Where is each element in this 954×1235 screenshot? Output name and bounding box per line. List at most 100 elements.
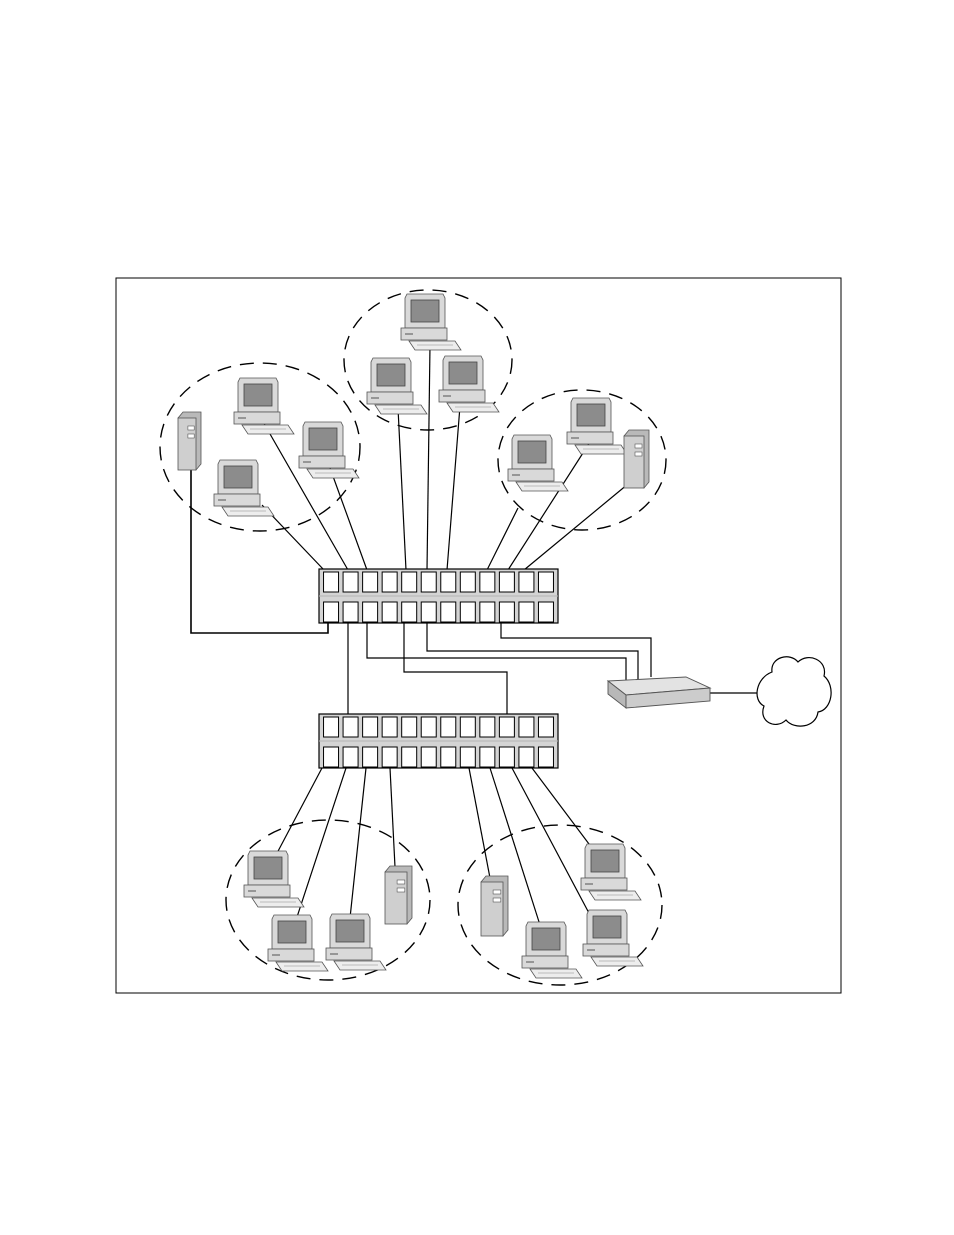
monitor-screen (449, 362, 477, 384)
switch-port (402, 602, 417, 622)
tower-server-icon (481, 876, 508, 936)
switch-port (519, 747, 534, 767)
switch-port (519, 717, 534, 737)
cable (330, 468, 367, 570)
switch-port (363, 717, 378, 737)
switch-port (382, 717, 397, 737)
switch-port (421, 747, 436, 767)
switch-port (343, 717, 358, 737)
monitor-screen (244, 384, 272, 406)
keyboard (222, 507, 274, 516)
workstation-desktop-computer-icon (214, 460, 274, 516)
switch-port (324, 717, 339, 737)
cable (469, 768, 490, 878)
workstation-desktop-computer-icon (401, 294, 461, 350)
switch-port (343, 747, 358, 767)
cable (296, 768, 346, 920)
server-drive (493, 898, 501, 902)
cable-switch-link (404, 622, 507, 716)
keyboard (334, 961, 386, 970)
workstation-desktop-computer-icon (581, 844, 641, 900)
switch-port (363, 572, 378, 592)
cable (447, 406, 460, 570)
switch-port (421, 602, 436, 622)
cable (350, 768, 366, 918)
monitor-screen (254, 857, 282, 879)
workstation-desktop-computer-icon (567, 398, 627, 454)
switch-port (382, 572, 397, 592)
switch-port (402, 717, 417, 737)
devices (178, 294, 831, 978)
cable (427, 345, 430, 570)
cable (276, 768, 322, 855)
switch-port (499, 717, 514, 737)
cable (512, 768, 590, 915)
switch-port (538, 717, 553, 737)
keyboard (589, 891, 641, 900)
monitor-screen (411, 300, 439, 322)
keyboard (591, 957, 643, 966)
monitor-screen (593, 916, 621, 938)
keyboard (409, 341, 461, 350)
switch-port (519, 572, 534, 592)
workstation-desktop-computer-icon (508, 435, 568, 491)
switch-port (460, 572, 475, 592)
switch-port (441, 747, 456, 767)
keyboard (252, 898, 304, 907)
router-icon (608, 677, 710, 708)
server-drive (397, 880, 405, 884)
keyboard (242, 425, 294, 434)
cable (390, 768, 395, 867)
cable (524, 484, 628, 570)
monitor-screen (518, 441, 546, 463)
switch-port (460, 602, 475, 622)
cable-to-router (501, 622, 651, 677)
switch-port (499, 572, 514, 592)
server-drive (188, 434, 194, 438)
monitor-screen (309, 428, 337, 450)
monitor-screen (336, 920, 364, 942)
workstation-desktop-computer-icon (234, 378, 294, 434)
switch-port (480, 572, 495, 592)
switch-upper (319, 569, 558, 623)
switch-port (421, 717, 436, 737)
switch-port (460, 717, 475, 737)
switch-port (402, 747, 417, 767)
switch-port (382, 602, 397, 622)
keyboard (375, 405, 427, 414)
workstation-desktop-computer-icon (268, 915, 328, 971)
server-drive (635, 444, 642, 448)
switch-port (402, 572, 417, 592)
monitor-screen (591, 850, 619, 872)
wan-cloud-icon (757, 657, 831, 726)
switch-port (480, 747, 495, 767)
keyboard (516, 482, 568, 491)
server-drive (397, 888, 405, 892)
server-drive (493, 890, 501, 894)
switch-port (324, 572, 339, 592)
switch-port (480, 602, 495, 622)
switch-port (324, 747, 339, 767)
workstation-desktop-computer-icon (367, 358, 427, 414)
cable (398, 408, 406, 570)
cable-to-router (427, 622, 638, 679)
switch-port (499, 747, 514, 767)
switch-port (519, 602, 534, 622)
monitor-screen (377, 364, 405, 386)
switch-port (538, 602, 553, 622)
tower-server-icon (385, 866, 412, 924)
monitor-screen (577, 404, 605, 426)
workstation-desktop-computer-icon (326, 914, 386, 970)
switch-port (538, 572, 553, 592)
switch-port (499, 602, 514, 622)
switch-port (441, 717, 456, 737)
tower-server-icon (624, 430, 649, 488)
switch-port (363, 747, 378, 767)
switch-port (441, 602, 456, 622)
monitor-screen (278, 921, 306, 943)
workstation-desktop-computer-icon (522, 922, 582, 978)
monitor-screen (224, 466, 252, 488)
keyboard (575, 445, 627, 454)
monitor-screen (532, 928, 560, 950)
